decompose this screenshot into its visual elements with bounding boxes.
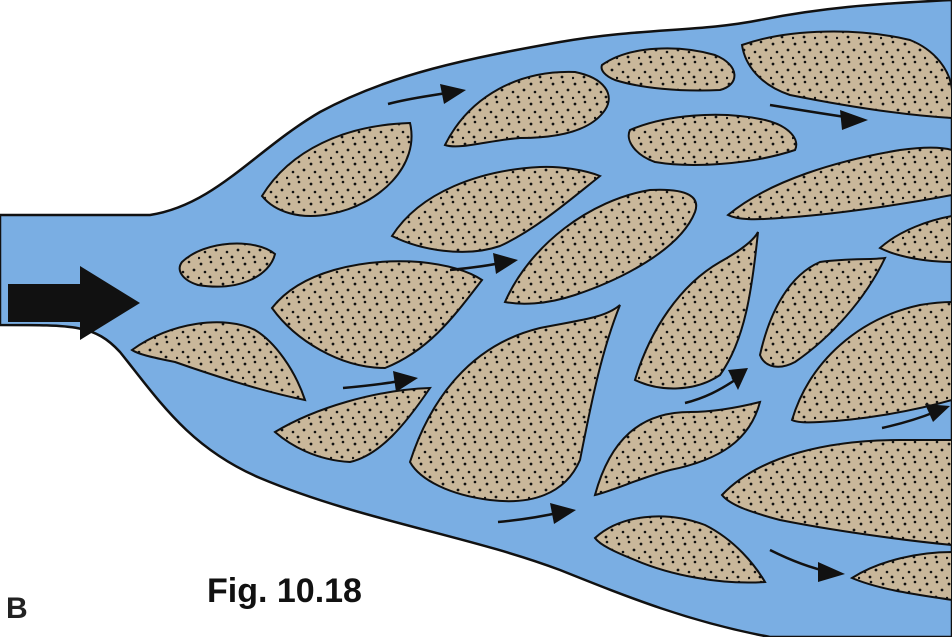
sand-bar: [629, 115, 797, 165]
panel-label: B: [6, 592, 28, 626]
figure-caption: Fig. 10.18: [207, 572, 362, 611]
